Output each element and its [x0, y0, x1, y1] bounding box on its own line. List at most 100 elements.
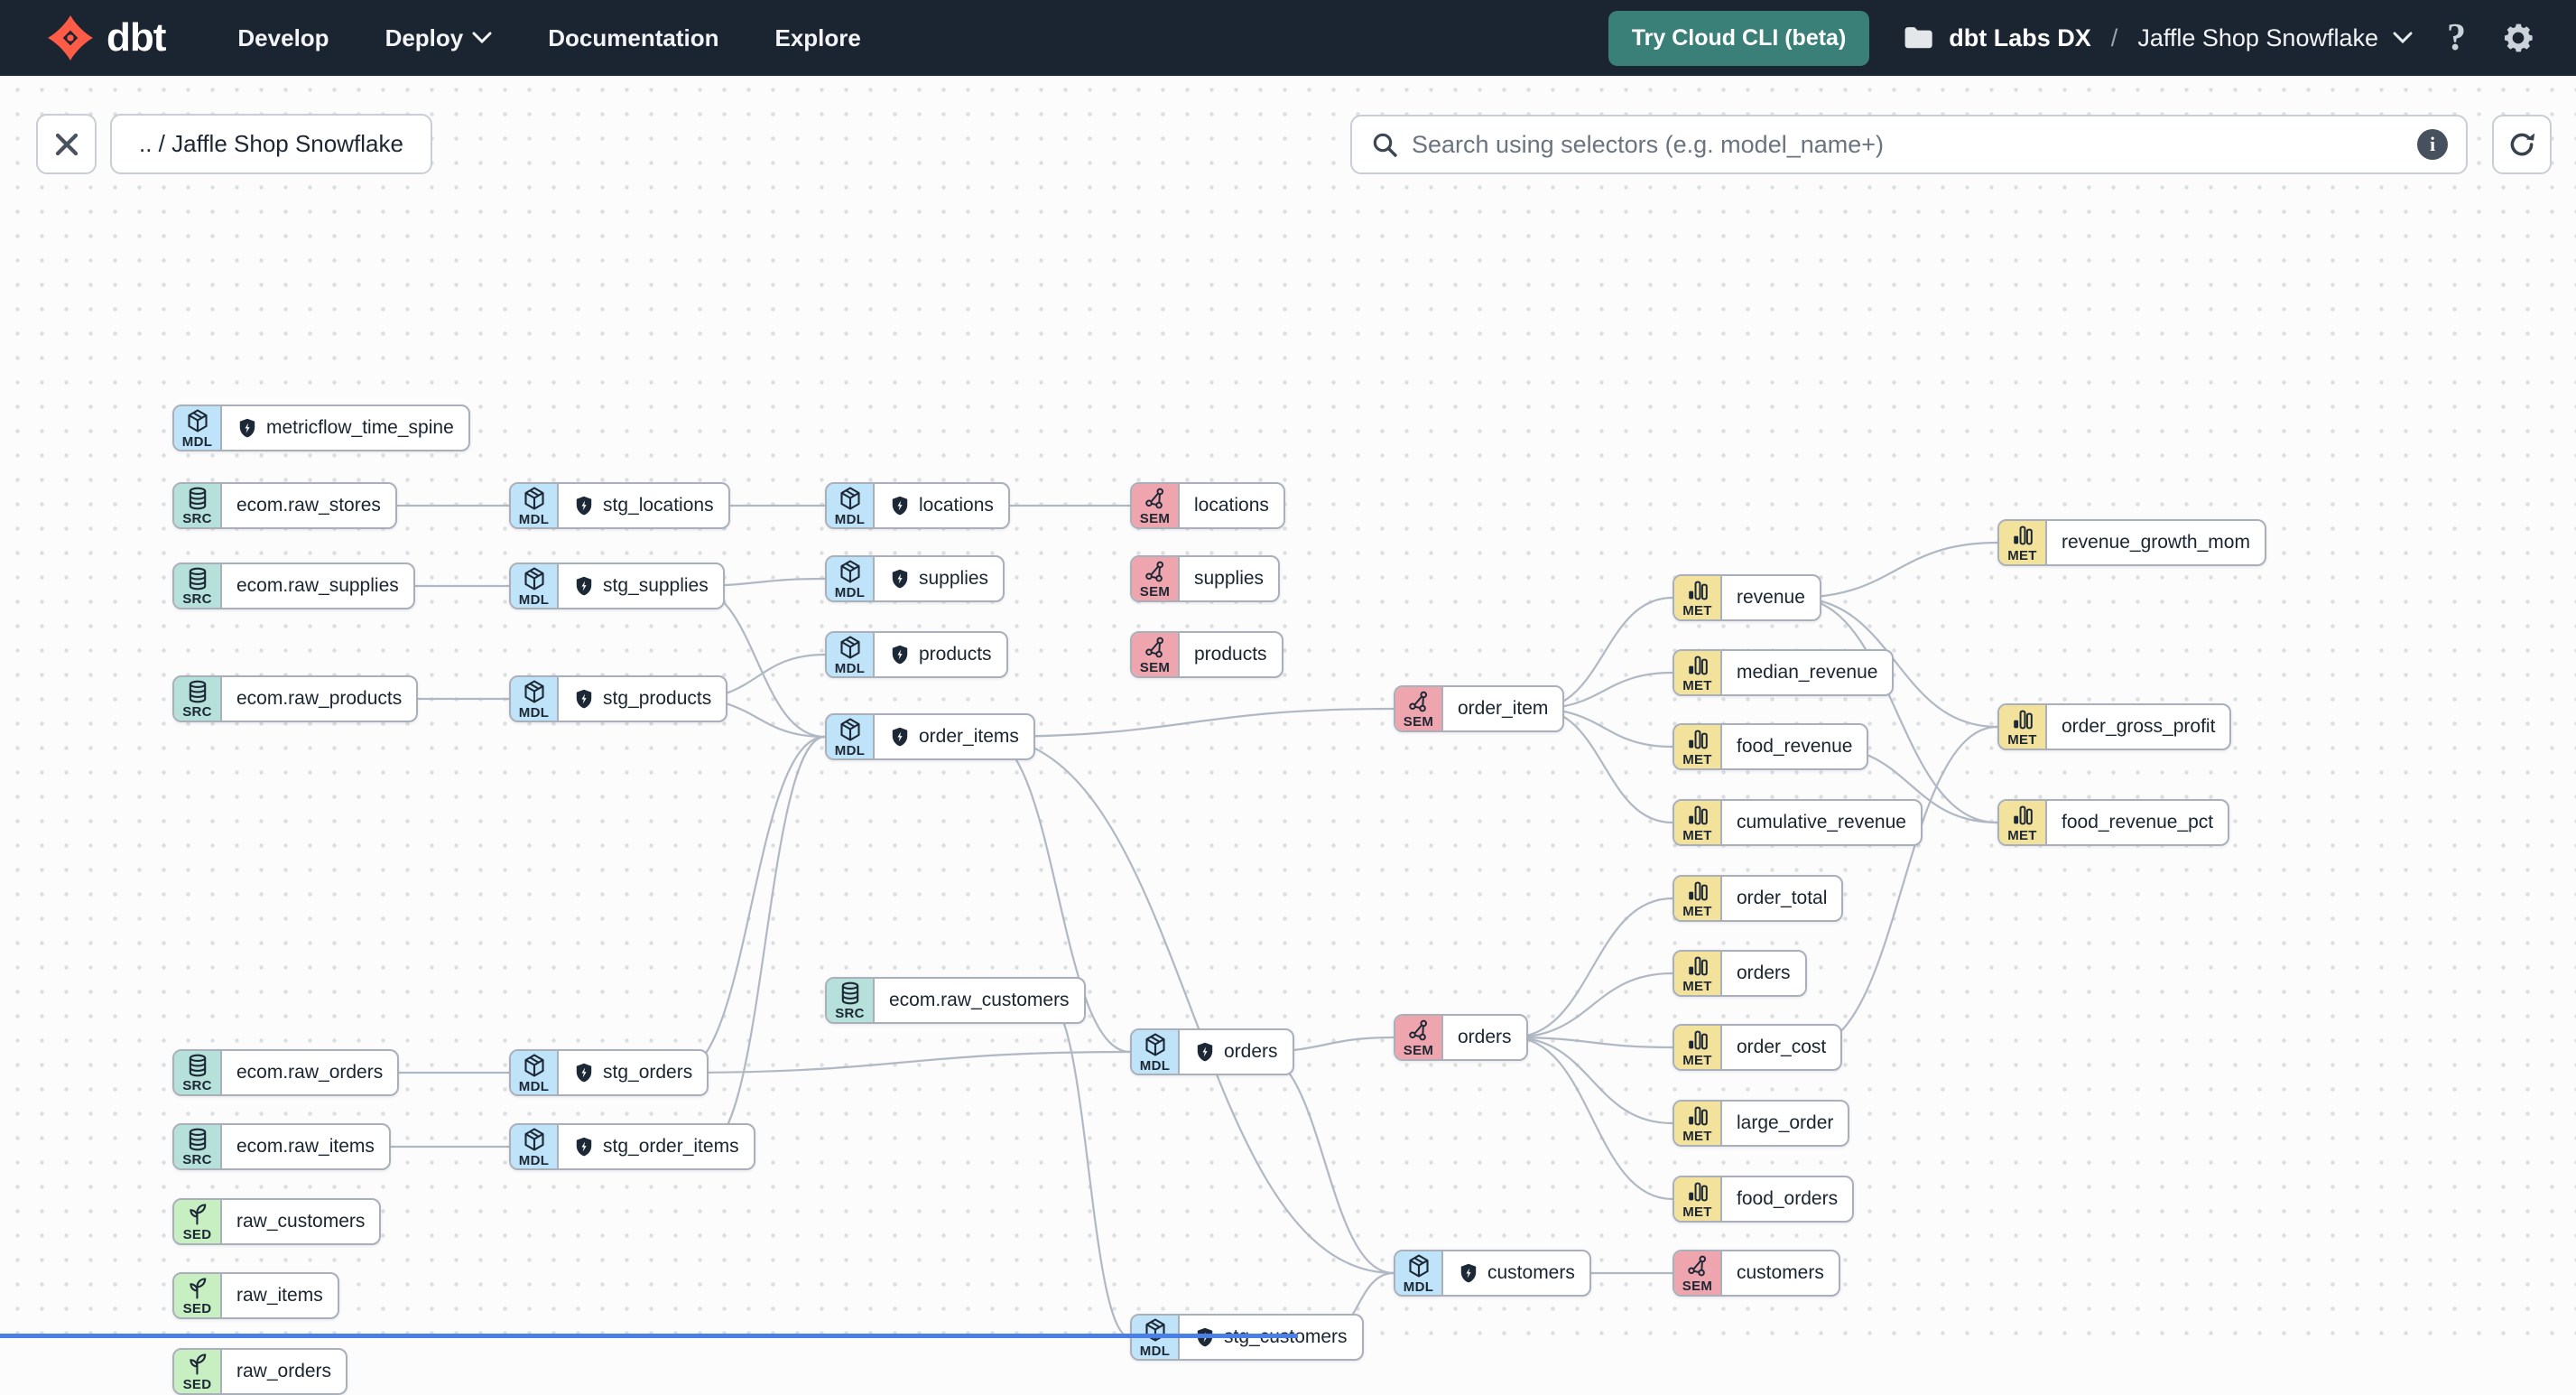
node-label: products [875, 633, 1006, 676]
edge-revenue_met-to-revenue_growth_mom_met [1793, 541, 1998, 600]
node-label: order_items [875, 715, 1033, 758]
node-label: stg_supplies [559, 564, 723, 608]
graph-node-raw_items_seed[interactable]: SED raw_items [172, 1272, 339, 1319]
bar-chart-icon: MET [1674, 725, 1722, 768]
graph-node-orders_sem[interactable]: SEM orders [1394, 1014, 1528, 1061]
node-label: raw_customers [222, 1200, 379, 1243]
node-label: customers [1443, 1251, 1589, 1295]
node-type-badge: SED [182, 1301, 212, 1316]
node-label: locations [875, 484, 1008, 527]
node-type-badge: SEM [1139, 660, 1171, 675]
close-lineage-button[interactable] [36, 114, 97, 174]
node-label: ecom.raw_supplies [222, 564, 413, 608]
close-icon [55, 133, 78, 155]
node-type-badge: MDL [1139, 1058, 1171, 1074]
cube-icon: MDL [827, 633, 875, 676]
graph-node-ecom_raw_supplies[interactable]: SRC ecom.raw_supplies [172, 563, 415, 609]
horizontal-scrollbar-thumb[interactable] [0, 1334, 1298, 1338]
dbt-logo[interactable]: dbt [47, 14, 166, 61]
node-type-badge: MET [2007, 828, 2037, 843]
node-label: food_orders [1722, 1177, 1852, 1221]
breadcrumb-separator: / [2110, 23, 2118, 51]
shield-icon [889, 726, 911, 748]
graph-node-products_sem[interactable]: SEM products [1130, 631, 1283, 678]
database-icon: SRC [174, 564, 222, 608]
node-type-badge: MET [1682, 603, 1712, 618]
nav-item-explore[interactable]: Explore [774, 23, 861, 51]
cube-icon: MDL [511, 484, 559, 527]
node-type-badge: SRC [182, 1152, 212, 1167]
node-label-text: stg_orders [603, 1062, 693, 1083]
node-label-text: order_cost [1737, 1037, 1827, 1057]
try-cloud-cli-button[interactable]: Try Cloud CLI (beta) [1608, 10, 1870, 66]
node-label: orders [1443, 1016, 1526, 1059]
node-label-text: large_order [1737, 1112, 1834, 1133]
help-icon[interactable]: ? [2447, 17, 2466, 59]
node-label-text: orders [1737, 963, 1791, 983]
graph-node-orders_met[interactable]: MET orders [1673, 950, 1807, 997]
graph-node-food_revenue_met[interactable]: MET food_revenue [1673, 723, 1869, 770]
node-label-text: stg_order_items [603, 1136, 739, 1157]
project-switcher[interactable]: dbt Labs DX / Jaffle Shop Snowflake [1904, 24, 2413, 52]
gear-icon[interactable] [2500, 20, 2536, 56]
info-icon[interactable]: i [2417, 129, 2448, 160]
node-label: raw_items [222, 1274, 338, 1317]
breadcrumb[interactable]: .. / Jaffle Shop Snowflake [110, 114, 432, 174]
node-label-text: stg_supplies [603, 575, 709, 596]
node-type-badge: MET [1682, 979, 1712, 994]
shield-icon [889, 495, 911, 516]
node-type-badge: SEM [1403, 1043, 1434, 1058]
node-label-text: food_revenue [1737, 736, 1853, 757]
nav-item-develop[interactable]: Develop [237, 23, 329, 51]
semantic-graph-icon: SEM [1132, 633, 1180, 676]
search-input[interactable] [1412, 130, 2405, 159]
edge-stg_order_items-to-order_items_mdl [705, 735, 826, 1149]
refresh-button[interactable] [2492, 115, 2552, 174]
bar-chart-icon: MET [1999, 521, 2047, 564]
nav-links: Develop Deploy Documentation Explore [237, 24, 860, 52]
node-label: products [1180, 633, 1282, 676]
node-label: metricflow_time_spine [222, 406, 468, 450]
cube-icon: MDL [827, 715, 875, 758]
node-label-text: ecom.raw_supplies [236, 575, 399, 596]
node-label-text: locations [919, 495, 994, 516]
node-label-text: ecom.raw_orders [236, 1062, 384, 1083]
nav-item-documentation[interactable]: Documentation [548, 23, 719, 51]
nav-item-deploy[interactable]: Deploy [385, 24, 493, 52]
node-type-badge: SEM [1139, 584, 1171, 600]
